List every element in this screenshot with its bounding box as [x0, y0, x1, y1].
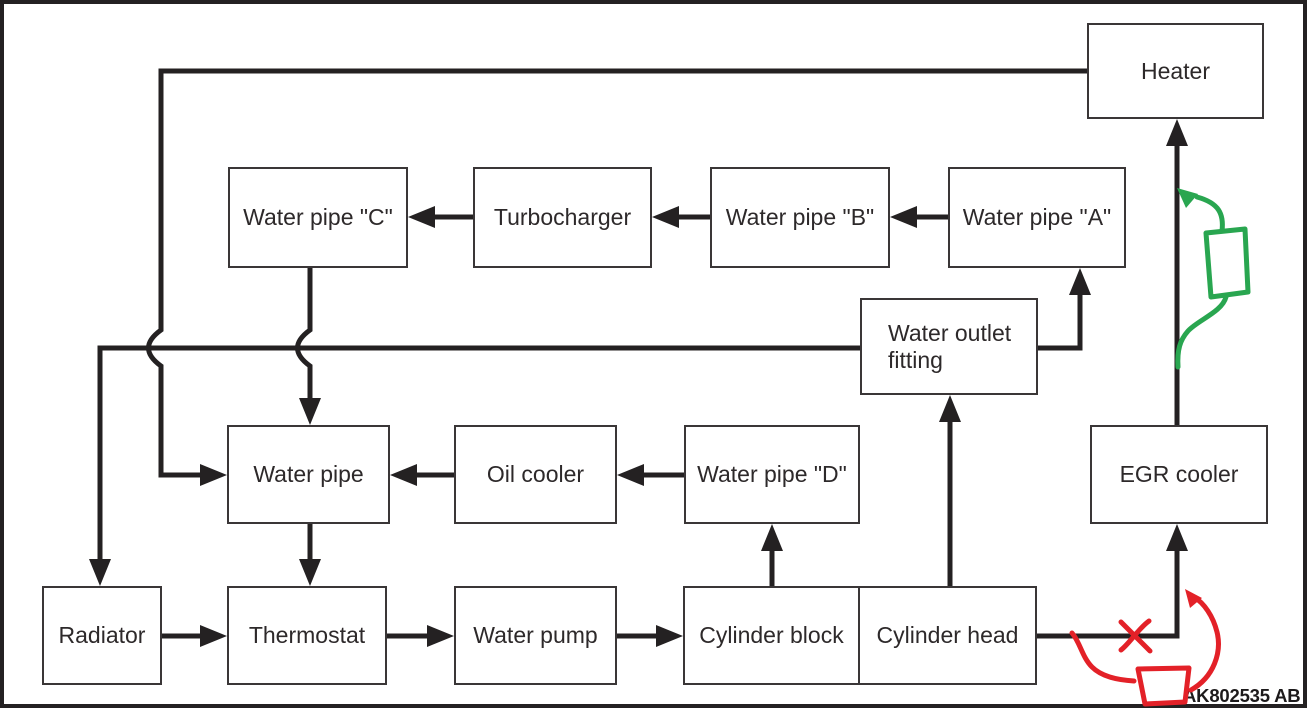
arrowhead [390, 464, 417, 486]
node-cylinder-block: Cylinder block [683, 586, 860, 685]
arrowhead [299, 559, 321, 586]
node-label: Water pipe "C" [243, 204, 393, 230]
outlet-to-radiator-line [97, 345, 860, 560]
node-label: Water pump [473, 622, 598, 648]
pipe-c-to-water-pipe-line [295, 268, 313, 399]
arrowhead [1166, 524, 1188, 551]
arrowhead [200, 464, 227, 486]
node-label: Cylinder block [699, 622, 844, 648]
node-turbocharger: Turbocharger [473, 167, 652, 268]
node-label: Oil cooler [486, 461, 585, 487]
node-cylinder-head: Cylinder head [858, 586, 1037, 685]
arrowhead [427, 625, 454, 647]
node-label: Radiator [58, 622, 146, 648]
arrowhead [939, 395, 961, 422]
arrowhead [1166, 119, 1188, 146]
arrowhead [89, 559, 111, 586]
node-label: Heater [1140, 57, 1211, 84]
node-water-pipe-d: Water pipe "D" [684, 425, 860, 524]
outlet-to-pipe-a-line [1038, 295, 1083, 351]
cylinder-head-to-egr-line [1037, 551, 1180, 639]
node-water-pipe: Water pipe [227, 425, 390, 524]
node-thermostat: Thermostat [227, 586, 387, 685]
node-oil-cooler: Oil cooler [454, 425, 617, 524]
arrowhead [1069, 268, 1091, 295]
arrowhead [408, 206, 435, 228]
node-label: Water pipe "D" [697, 461, 847, 487]
node-water-pump: Water pump [454, 586, 617, 685]
node-label: EGR cooler [1119, 461, 1239, 487]
node-label: Water pipe [253, 461, 364, 487]
arrowhead [200, 625, 227, 647]
node-water-pipe-b: Water pipe "B" [710, 167, 890, 268]
arrowheads [89, 119, 1188, 647]
arrowhead [652, 206, 679, 228]
drawing-number: AK802535 AB [1183, 685, 1301, 706]
node-heater: Heater [1087, 23, 1264, 119]
node-radiator: Radiator [42, 586, 162, 685]
node-label: Water outlet fitting [888, 319, 1012, 373]
node-label: Cylinder head [876, 622, 1019, 648]
node-label: Water pipe "B" [725, 204, 875, 230]
arrowhead [299, 398, 321, 425]
node-water-pipe-c: Water pipe "C" [228, 167, 408, 268]
node-water-pipe-a: Water pipe "A" [948, 167, 1126, 268]
node-egr-cooler: EGR cooler [1090, 425, 1268, 524]
node-label: Turbocharger [493, 204, 632, 230]
node-label: Thermostat [248, 622, 366, 648]
arrowhead [656, 625, 683, 647]
arrowhead [890, 206, 917, 228]
arrowhead [761, 524, 783, 551]
arrowhead [617, 464, 644, 486]
node-water-outlet-fitting: Water outlet fitting [860, 298, 1038, 395]
node-label: Water pipe "A" [962, 204, 1112, 230]
